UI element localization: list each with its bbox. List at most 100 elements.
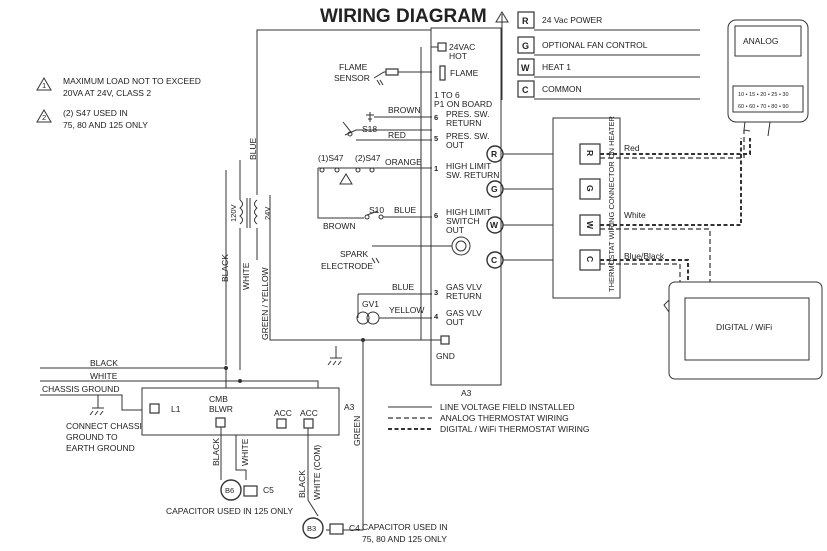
analog-screen xyxy=(734,25,802,57)
conn-w: W xyxy=(585,221,595,230)
note-1-num: 1 xyxy=(42,81,46,90)
pin-4-num: 6 xyxy=(434,211,438,220)
legend-r-box xyxy=(517,11,535,29)
lower-board-acc-2: ACC xyxy=(300,408,318,418)
control-board: 24VAC HOT FLAME 1 TO 6 P1 ON BOARD 6 PRE… xyxy=(430,27,502,398)
chassis-note-2: GROUND TO xyxy=(66,432,118,442)
board-flame: FLAME xyxy=(450,68,479,78)
board-name: A3 xyxy=(461,388,472,398)
legend-analog: ANALOG THERMOSTAT WIRING xyxy=(440,413,569,423)
s10-label: S10 xyxy=(369,205,384,215)
pin-3-line-2: SW. RETURN xyxy=(446,170,499,180)
note-1-line-1: MAXIMUM LOAD NOT TO EXCEED xyxy=(63,76,201,86)
diagram-title: WIRING DIAGRAM xyxy=(320,6,487,27)
pin-6-line-2: OUT xyxy=(446,317,464,327)
lower-board-cmb-1: CMB xyxy=(209,394,228,404)
lower-board-outline xyxy=(141,387,340,436)
cap-c5: C5 xyxy=(263,485,274,495)
transformer-primary: 120V xyxy=(229,204,238,222)
lower-board-l1: L1 xyxy=(171,404,181,414)
wire-white-com: WHITE (COM) xyxy=(312,445,322,500)
board-hot-line-2: HOT xyxy=(449,51,467,61)
digital-thermostat: DIGITAL / WiFi xyxy=(663,281,823,380)
wire-yellow: YELLOW xyxy=(389,305,424,315)
s47-1-label: (1)S47 xyxy=(318,153,344,163)
legend-r-letter: R xyxy=(522,16,529,26)
chassis-note-3: EARTH GROUND xyxy=(66,443,135,453)
cap-note-c4-2: 75, 80 AND 125 ONLY xyxy=(362,534,447,544)
analog-thermostat: ANALOG 10 • 15 • 20 • 25 • 30 60 • 60 • … xyxy=(727,19,809,137)
conn-g: G xyxy=(585,185,595,192)
note-2-triangle-icon xyxy=(36,109,52,123)
pin-1-line-2: RETURN xyxy=(446,118,481,128)
legend-g-box xyxy=(517,36,535,54)
cap-c4: C4 xyxy=(349,523,360,533)
flame-terminal xyxy=(439,65,446,81)
wire-white-vertical: WHITE xyxy=(241,262,251,290)
legend-c-box xyxy=(517,80,535,98)
digital-label: DIGITAL / WiFi xyxy=(716,322,772,332)
lower-board: A3 L1 CMB BLWR ACC ACC xyxy=(141,368,355,436)
connector-label: THERMOSTAT WIRING CONNECTOR ON HEATER xyxy=(607,115,616,292)
cap-note-125: CAPACITOR USED IN 125 ONLY xyxy=(166,506,293,516)
lower-board-cmb-2: BLWR xyxy=(209,404,233,414)
motor-b3: B3 xyxy=(307,524,316,533)
chassis-note-1: CONNECT CHASSIS xyxy=(66,421,148,431)
analog-scale-bottom: 60 • 60 • 70 • 80 • 90 xyxy=(738,104,789,110)
pin-5-line-1: GAS VLV xyxy=(446,282,482,292)
wire-green: GREEN xyxy=(352,416,362,446)
pin-2-line-2: OUT xyxy=(446,140,464,150)
round-r: R xyxy=(491,149,497,159)
legend-c-letter: C xyxy=(522,85,529,95)
pin-5-num: 3 xyxy=(434,288,438,297)
spark-line-2: ELECTRODE xyxy=(321,261,373,271)
note-1-line-2: 20VA AT 24V, CLASS 2 xyxy=(63,88,151,98)
terminal-legend: R 24 Vac POWER G OPTIONAL FAN CONTROL W … xyxy=(495,11,700,100)
cap-note-c4-1: CAPACITOR USED IN xyxy=(362,522,448,532)
pin-2-num: 5 xyxy=(434,134,438,143)
analog-label: ANALOG xyxy=(743,36,778,46)
lower-board-name: A3 xyxy=(344,402,355,412)
wire-white-horizontal: WHITE xyxy=(90,371,118,381)
flame-sensor-line-2: SENSOR xyxy=(334,73,370,83)
round-w: W xyxy=(490,220,499,230)
round-g: G xyxy=(491,184,498,194)
board-hot-line-1: 24VAC xyxy=(449,42,475,52)
board-gnd: GND xyxy=(436,351,455,361)
wire-black-b3: BLACK xyxy=(297,470,307,498)
wire-black-b6: BLACK xyxy=(211,438,221,466)
note-2-line-1: (2) S47 USED IN xyxy=(63,108,128,118)
pin-2-line-1: PRES. SW. xyxy=(446,131,489,141)
legend-g-letter: G xyxy=(522,41,529,51)
pin-6-line-1: GAS VLV xyxy=(446,308,482,318)
thermostat-connector: R G W C THERMOSTAT WIRING CONNECTOR ON H… xyxy=(552,115,621,299)
note-2-line-2: 75, 80 AND 125 ONLY xyxy=(63,120,148,130)
pin-3-line-1: HIGH LIMIT xyxy=(446,161,491,171)
round-c: C xyxy=(491,255,497,265)
thermostat-wiring: Red White Blue/Black xyxy=(600,130,751,282)
note-1-triangle-icon xyxy=(36,77,52,91)
pin-6-num: 4 xyxy=(434,312,439,321)
board-header-2: P1 ON BOARD xyxy=(434,99,492,109)
line-legend: LINE VOLTAGE FIELD INSTALLED ANALOG THER… xyxy=(388,402,590,434)
legend-solid: LINE VOLTAGE FIELD INSTALLED xyxy=(440,402,575,412)
wire-blue-1: BLUE xyxy=(394,205,417,215)
wire-blue-vertical: BLUE xyxy=(248,137,258,160)
wire-black-horizontal: BLACK xyxy=(90,358,118,368)
wire-brown-2: BROWN xyxy=(323,221,356,231)
wire-orange: ORANGE xyxy=(385,157,422,167)
hot-terminal xyxy=(437,42,447,52)
wire-red-label: Red xyxy=(624,143,640,153)
board-outline xyxy=(430,27,502,386)
wire-brown-1: BROWN xyxy=(388,105,421,115)
note-2-num: 2 xyxy=(42,113,46,122)
motor-b6: B6 xyxy=(225,486,234,495)
wire-blue-2: BLUE xyxy=(392,282,415,292)
wire-black-vertical: BLACK xyxy=(220,254,230,282)
field-wiring: FLAME SENSOR BROWN S18 RED (1)S47 (2)S47… xyxy=(40,29,452,531)
pin-4-line-2: SWITCH xyxy=(446,216,480,226)
analog-scale-top: 10 • 15 • 20 • 25 • 30 xyxy=(738,92,789,98)
pin-3-num: 1 xyxy=(434,164,438,173)
digital-screen xyxy=(684,297,810,361)
